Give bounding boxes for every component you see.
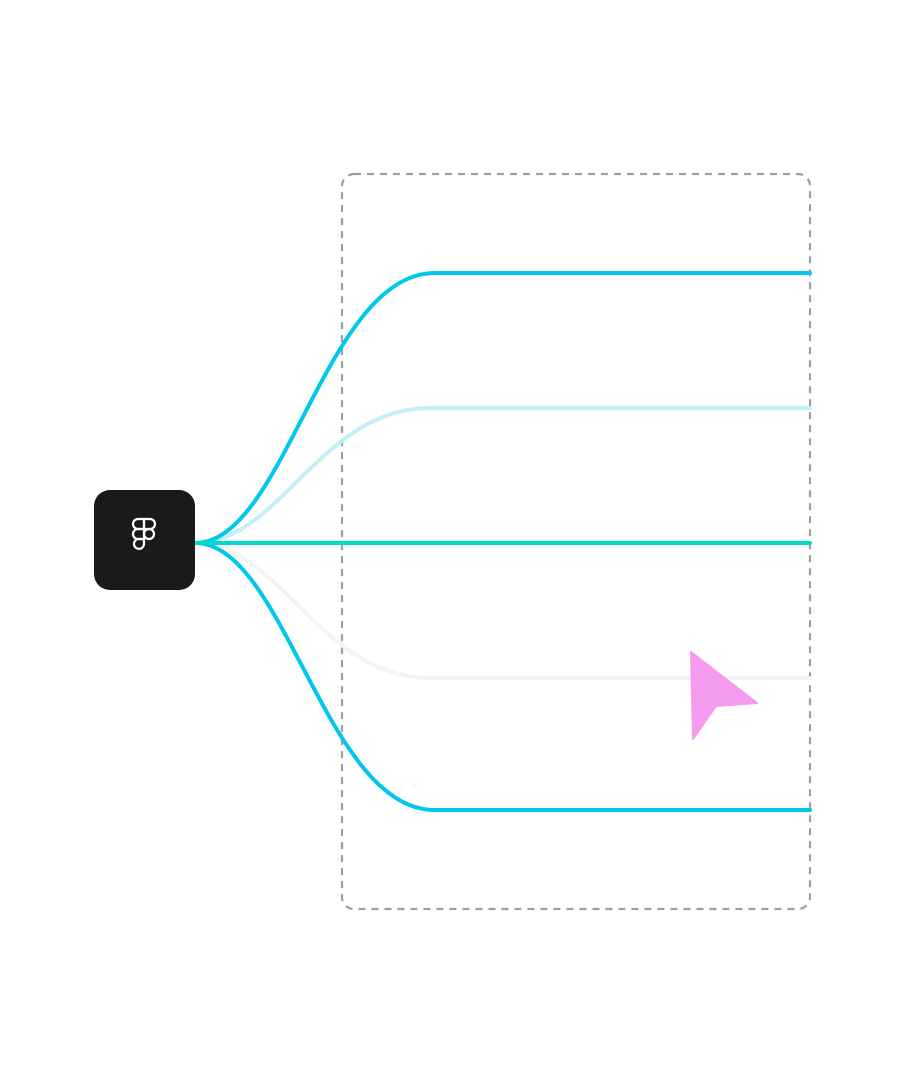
figma-logo-icon xyxy=(131,517,157,550)
connector-line-5 xyxy=(193,541,812,812)
connector-line-4 xyxy=(193,541,812,680)
connector-line-2 xyxy=(193,406,812,545)
connector-line-1 xyxy=(193,271,812,545)
source-node[interactable] xyxy=(94,490,195,590)
connector-group xyxy=(193,271,812,812)
dashed-frame xyxy=(340,172,812,911)
pointer-cursor-icon xyxy=(690,651,758,740)
